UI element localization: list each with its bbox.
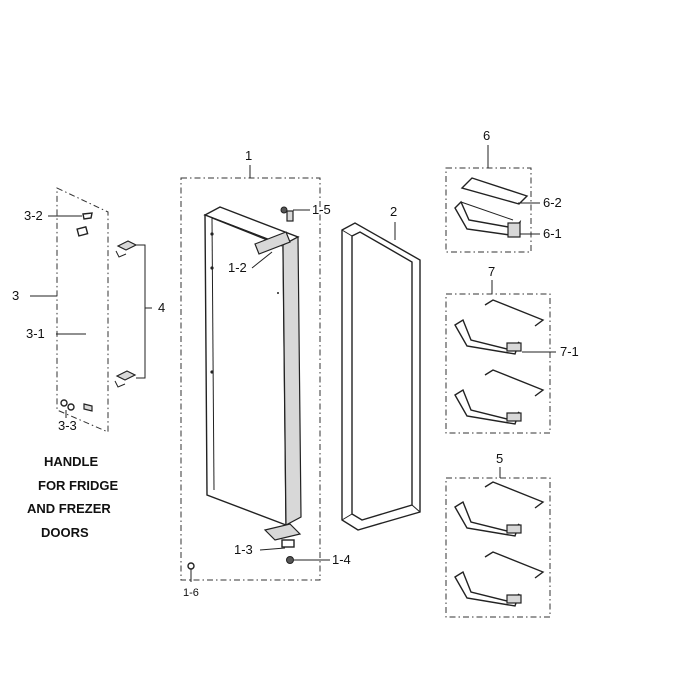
label-1: 1 — [245, 148, 252, 163]
door-guard-top — [445, 145, 540, 253]
door-shelf-lower — [445, 280, 556, 434]
handle-bolts — [114, 240, 152, 388]
label-3-3: 3-3 — [58, 418, 77, 433]
label-3-2: 3-2 — [24, 208, 43, 223]
label-4: 4 — [158, 300, 165, 315]
label-1-2: 1-2 — [228, 260, 247, 275]
label-3: 3 — [12, 288, 19, 303]
label-6: 6 — [483, 128, 490, 143]
label-1-5: 1-5 — [312, 202, 331, 217]
label-1-3: 1-3 — [234, 542, 253, 557]
label-5: 5 — [496, 451, 503, 466]
door-shelf-upper — [445, 467, 551, 618]
handle-assembly — [30, 187, 109, 433]
door-assembly — [180, 165, 330, 582]
label-6-1: 6-1 — [543, 226, 562, 241]
label-7: 7 — [488, 264, 495, 279]
label-1-6: 1-6 — [183, 587, 199, 599]
label-3-1: 3-1 — [26, 326, 45, 341]
label-1-4: 1-4 — [332, 552, 351, 567]
handle-note: HANDLE FOR FRIDGE AND FREZER DOORS — [27, 454, 118, 540]
door-gasket — [341, 222, 421, 531]
label-7-1: 7-1 — [560, 344, 579, 359]
note-line-2: FOR FRIDGE — [38, 478, 118, 493]
note-line-4: DOORS — [41, 525, 89, 540]
note-line-3: AND FREZER — [27, 501, 111, 516]
label-6-2: 6-2 — [543, 195, 562, 210]
note-line-1: HANDLE — [44, 454, 98, 469]
label-2: 2 — [390, 204, 397, 219]
